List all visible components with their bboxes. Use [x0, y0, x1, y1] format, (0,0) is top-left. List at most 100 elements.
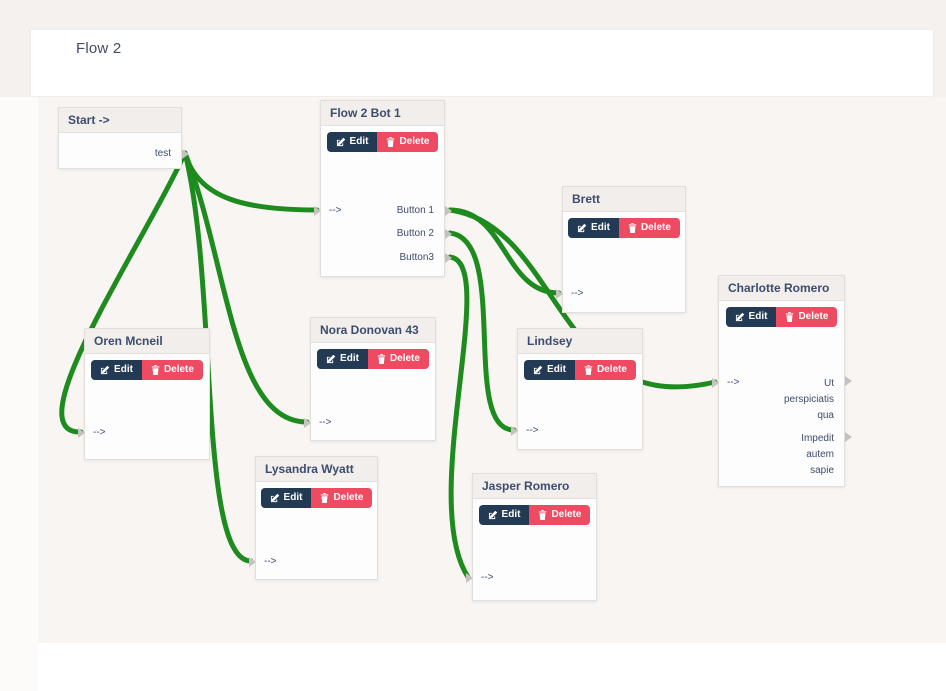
output-connector-icon-ut-perspiciatis-qua[interactable] — [845, 376, 852, 386]
input-connector-icon[interactable] — [314, 206, 321, 216]
output-connector-icon-button-2[interactable] — [445, 229, 452, 239]
flow-header-card: Flow 2 — [30, 29, 934, 97]
trash-icon — [584, 365, 593, 375]
output-connector-icon-button-1[interactable] — [445, 206, 452, 216]
input-port-label: --> — [93, 427, 106, 438]
edit-icon — [100, 365, 110, 375]
trash-icon — [151, 365, 160, 375]
delete-button[interactable]: Delete — [141, 360, 203, 380]
edit-button[interactable]: Edit — [725, 307, 777, 327]
output-port-label-button3: Button3 — [399, 252, 434, 263]
output-connector-icon-button3[interactable] — [445, 253, 452, 263]
delete-button[interactable]: Delete — [311, 488, 373, 508]
input-port-label: --> — [571, 288, 584, 299]
edit-button[interactable]: Edit — [91, 360, 142, 380]
delete-button-label: Delete — [640, 222, 671, 233]
edit-icon — [577, 223, 587, 233]
delete-button[interactable]: Delete — [377, 132, 439, 152]
trash-icon — [786, 312, 794, 322]
input-port-label: --> — [319, 417, 332, 428]
input-port-label: --> — [727, 377, 740, 388]
input-port-label: --> — [526, 425, 539, 436]
node-actions: Edit Delete — [311, 349, 435, 369]
node-actions: Edit Delete — [473, 505, 596, 525]
edit-button[interactable]: Edit — [326, 132, 378, 152]
input-connector-icon[interactable] — [466, 573, 473, 583]
delete-button-label: Delete — [798, 311, 829, 322]
edit-button[interactable]: Edit — [260, 488, 312, 508]
node-title: Nora Donovan 43 — [311, 318, 435, 343]
node-title: Lindsey — [518, 329, 642, 354]
delete-button[interactable]: Delete — [367, 349, 429, 369]
input-connector-icon[interactable] — [304, 418, 311, 428]
input-connector-icon[interactable] — [556, 289, 563, 299]
delete-button[interactable]: Delete — [776, 307, 838, 327]
node-actions: Edit Delete — [719, 307, 844, 327]
flow-node-nora-donovan-43[interactable]: Nora Donovan 43 Edit Delete --> — [304, 317, 436, 441]
edit-icon — [270, 493, 279, 503]
delete-button-label: Delete — [551, 509, 582, 520]
delete-button[interactable]: Delete — [574, 360, 636, 380]
output-connector-icon-impedit-autem-sapie[interactable] — [845, 432, 852, 442]
trash-icon — [628, 223, 637, 233]
edit-button-label: Edit — [501, 509, 521, 520]
output-port-label-test: test — [154, 148, 171, 159]
node-title: Oren Mcneil — [85, 329, 209, 354]
node-title: Brett — [563, 187, 685, 212]
edit-button-label: Edit — [547, 364, 566, 375]
node-title: Jasper Romero — [473, 474, 596, 499]
node-actions: Edit Delete — [563, 218, 685, 238]
flow-node-start[interactable]: Start ->test — [58, 107, 189, 169]
output-port-label-button-1: Button 1 — [396, 205, 434, 216]
edit-button[interactable]: Edit — [568, 218, 619, 238]
node-actions: Edit Delete — [518, 360, 642, 380]
input-connector-icon[interactable] — [511, 426, 518, 436]
input-port-label: --> — [481, 572, 494, 583]
node-actions: Edit Delete — [321, 132, 444, 152]
node-title: Lysandra Wyatt — [256, 457, 377, 482]
delete-button[interactable]: Delete — [618, 218, 680, 238]
delete-button-label: Delete — [389, 353, 420, 364]
delete-button[interactable]: Delete — [529, 505, 591, 525]
input-connector-icon[interactable] — [712, 378, 719, 388]
flow-title: Flow 2 — [76, 40, 122, 57]
output-connector-icon-test[interactable] — [182, 149, 189, 159]
input-connector-icon[interactable] — [78, 428, 85, 438]
trash-icon — [321, 493, 329, 503]
trash-icon — [377, 354, 386, 364]
edit-button-label: Edit — [591, 222, 610, 233]
edit-button[interactable]: Edit — [524, 360, 575, 380]
input-connector-icon[interactable] — [249, 557, 256, 567]
edit-button[interactable]: Edit — [478, 505, 530, 525]
edit-button[interactable]: Edit — [317, 349, 368, 369]
edit-icon — [735, 312, 744, 322]
trash-icon — [387, 137, 395, 147]
edit-button-label: Edit — [283, 492, 303, 503]
node-title: Charlotte Romero — [719, 276, 844, 301]
node-actions: Edit Delete — [85, 360, 209, 380]
edit-button-label: Edit — [349, 136, 369, 147]
node-title: Flow 2 Bot 1 — [321, 101, 444, 126]
edit-icon — [336, 137, 345, 147]
edit-icon — [326, 354, 336, 364]
output-port-label-button-2: Button 2 — [396, 228, 434, 239]
left-gutter — [0, 97, 38, 691]
delete-button-label: Delete — [596, 364, 627, 375]
edit-icon — [533, 365, 543, 375]
delete-button-label: Delete — [333, 492, 364, 503]
trash-icon — [539, 510, 547, 520]
edit-button-label: Edit — [748, 311, 768, 322]
edit-button-label: Edit — [340, 353, 359, 364]
edit-button-label: Edit — [114, 364, 133, 375]
delete-button-label: Delete — [399, 136, 430, 147]
